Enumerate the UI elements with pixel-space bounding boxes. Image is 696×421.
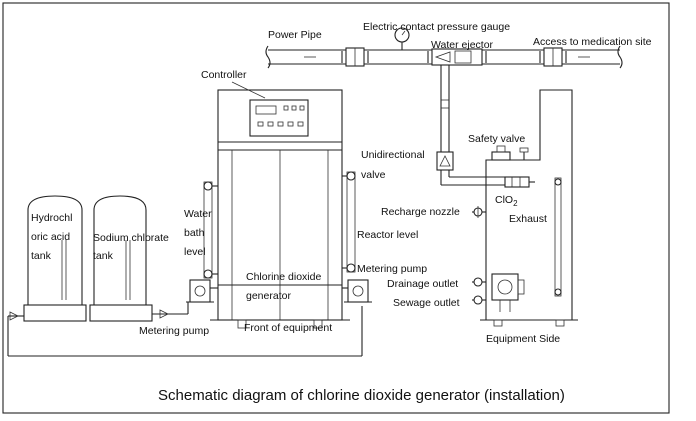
label-metering-pump-left: Metering pump — [139, 325, 209, 337]
bottom-piping — [7, 302, 363, 357]
label-unidirectional: Unidirectional — [361, 149, 425, 161]
label-exhaust: Exhaust — [509, 213, 547, 225]
reactor-level-gauge — [342, 171, 356, 273]
label-water-ejector: Water ejector — [431, 39, 494, 51]
controller-leader — [231, 81, 266, 99]
label-oric-acid: oric acid — [31, 231, 70, 243]
pipe-fitting-left — [341, 47, 369, 67]
drainage-outlet-icon — [472, 277, 486, 287]
equipment-side-view — [480, 89, 578, 327]
label-medication-site: Access to medication site — [533, 36, 652, 48]
water-bath-level-gauge — [203, 181, 218, 279]
front-equipment — [210, 89, 350, 329]
hydrochloric-acid-tank — [23, 195, 87, 322]
safety-valve-icon — [491, 145, 529, 161]
sewage-outlet-icon — [472, 295, 486, 305]
pressure-gauge-icon — [394, 27, 410, 50]
label-power-pipe: Power Pipe — [268, 29, 322, 41]
label-pressure-gauge: Electric contact pressure gauge — [363, 21, 510, 33]
label-hcl-tank: tank — [31, 250, 52, 262]
water-ejector-icon — [427, 48, 487, 66]
label-valve: valve — [361, 169, 386, 181]
unidirectional-valve-icon — [436, 151, 454, 171]
label-safety-valve: Safety valve — [468, 133, 525, 145]
label-equipment-side: Equipment Side — [486, 333, 560, 345]
metering-pump-right-icon — [342, 279, 372, 303]
metering-pump-left-icon — [186, 279, 218, 303]
label-controller: Controller — [201, 69, 247, 81]
label-level: level — [184, 246, 206, 258]
clo2-fitting — [504, 176, 535, 188]
side-pump-icon — [491, 273, 525, 312]
label-recharge-nozzle: Recharge nozzle — [381, 206, 460, 218]
pipe-fitting-right — [539, 47, 567, 67]
label-bath: bath — [184, 227, 205, 239]
label-sodium-tank: tank — [93, 250, 114, 262]
sodium-chlorate-tank — [89, 195, 153, 322]
recharge-nozzle-icon — [472, 206, 486, 218]
label-clo2: ClO2 — [495, 194, 518, 208]
label-reactor-level: Reactor level — [357, 229, 418, 241]
label-chlorine-dioxide: Chlorine dioxide — [246, 271, 321, 283]
label-sodium-chlorate: Sodium chlorate — [93, 232, 169, 244]
outer-frame — [2, 2, 670, 414]
label-water: Water — [184, 208, 212, 220]
controller-panel — [249, 99, 309, 137]
label-hydrochl: Hydrochl — [31, 212, 72, 224]
label-sewage-outlet: Sewage outlet — [393, 297, 460, 309]
label-front-of-equipment: Front of equipment — [244, 322, 332, 334]
label-metering-pump-right: Metering pump — [357, 263, 427, 275]
diagram-caption: Schematic diagram of chlorine dioxide ge… — [158, 387, 565, 404]
label-drainage-outlet: Drainage outlet — [387, 278, 458, 290]
label-generator: generator — [246, 290, 291, 302]
